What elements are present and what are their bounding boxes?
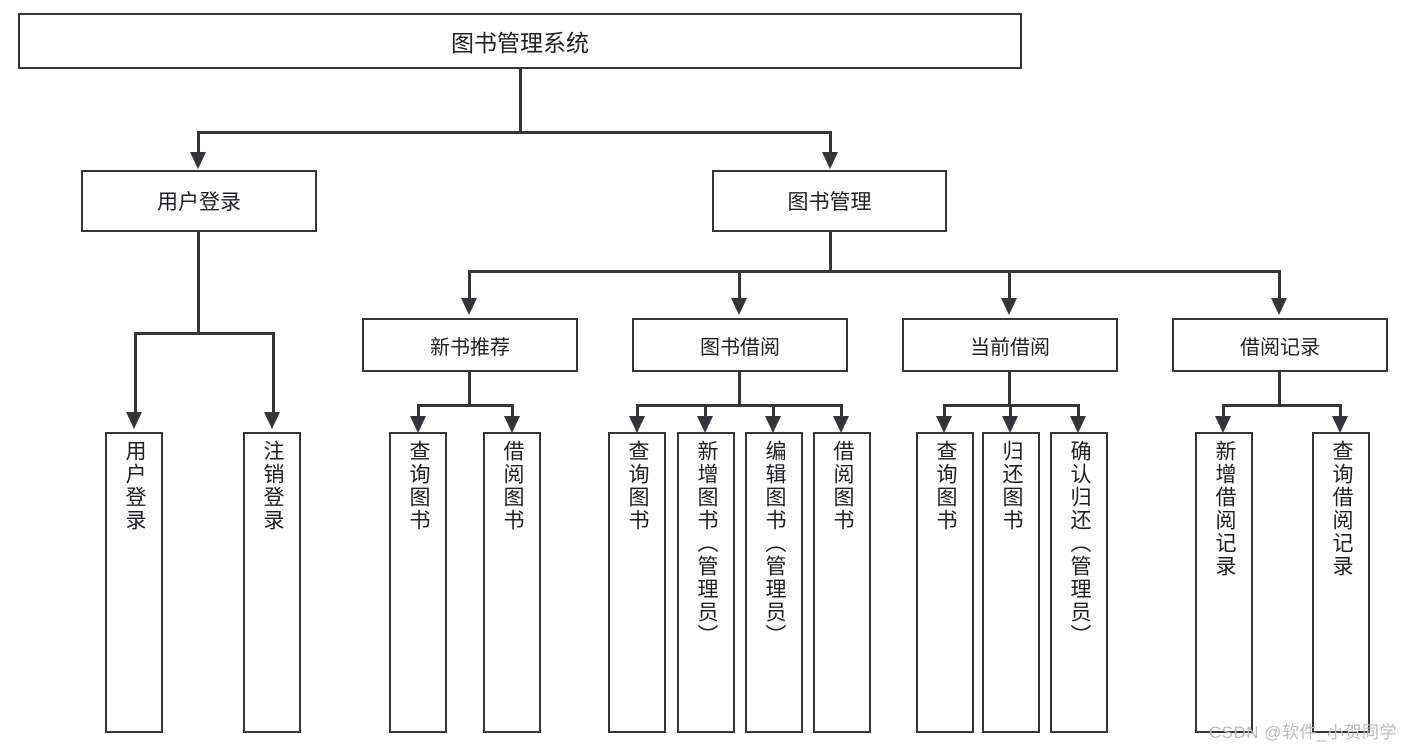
node-book-manage[interactable]: 图书管理 — [712, 170, 947, 232]
arrowhead-leaf-edit-book — [765, 416, 781, 433]
connector-drop-new-book-recommend — [468, 270, 471, 300]
node-label: 编辑图书（管理员） — [763, 440, 787, 647]
node-label: 查询图书 — [626, 440, 650, 532]
arrowhead-leaf-query-record — [1332, 416, 1348, 433]
connector-drop-leaf-add-record — [1222, 404, 1225, 418]
csdn-watermark: CSDN @软件_小贺同学 — [1208, 723, 1397, 742]
connector-level3-bus — [468, 270, 1280, 273]
arrowhead-leaf-add-book — [697, 416, 713, 433]
arrowhead-book-borrow — [731, 298, 747, 315]
node-label: 图书借阅 — [700, 336, 780, 359]
connector-drop-leaf-edit-book — [772, 404, 775, 418]
arrowhead-current-borrow — [1001, 298, 1017, 315]
arrowhead-book-manage — [822, 152, 838, 169]
node-label: 新增借阅记录 — [1213, 440, 1237, 578]
node-leaf-user-login[interactable]: 用户登录 — [105, 432, 163, 733]
connector-new-book-recommend-bus — [417, 404, 513, 407]
connector-user-login-bus — [134, 332, 275, 335]
connector-new-book-recommend-stem — [468, 372, 471, 406]
node-label: 借阅记录 — [1240, 336, 1320, 359]
node-root-system[interactable]: 图书管理系统 — [18, 13, 1022, 69]
connector-borrow-record-bus — [1222, 404, 1341, 407]
arrowhead-leaf-query-book-1 — [410, 416, 426, 433]
connector-level2-bus — [197, 131, 831, 134]
node-leaf-query-book-3[interactable]: 查询图书 — [916, 432, 974, 733]
connector-drop-user-login — [197, 131, 200, 155]
arrowhead-leaf-confirm-return — [1070, 416, 1086, 433]
arrowhead-new-book-recommend — [461, 298, 477, 315]
arrowhead-leaf-logout — [264, 412, 280, 429]
node-label: 注销登录 — [261, 440, 285, 532]
connector-drop-book-borrow — [738, 270, 741, 300]
node-label: 查询图书 — [934, 440, 958, 532]
node-leaf-query-book-2[interactable]: 查询图书 — [608, 432, 666, 733]
connector-book-manage-stem — [829, 232, 832, 272]
node-leaf-query-record[interactable]: 查询借阅记录 — [1312, 432, 1370, 733]
arrowhead-leaf-user-login — [126, 412, 142, 429]
connector-user-login-stem — [197, 232, 200, 334]
connector-borrow-record-stem — [1278, 372, 1281, 406]
node-leaf-confirm-return[interactable]: 确认归还（管理员） — [1050, 432, 1108, 733]
node-label: 借阅图书 — [831, 440, 855, 532]
node-label: 新书推荐 — [430, 336, 510, 359]
connector-root-stem — [519, 69, 522, 133]
connector-drop-borrow-record — [1278, 270, 1281, 300]
connector-drop-leaf-borrow-book-2 — [840, 404, 843, 418]
node-label: 归还图书 — [1000, 440, 1024, 532]
arrowhead-leaf-borrow-book-1 — [504, 416, 520, 433]
node-label: 用户登录 — [123, 440, 147, 532]
node-new-book-recommend[interactable]: 新书推荐 — [362, 318, 578, 372]
connector-drop-leaf-query-book-2 — [636, 404, 639, 418]
connector-drop-leaf-query-book-1 — [417, 404, 420, 418]
connector-drop-leaf-borrow-book-1 — [511, 404, 514, 418]
arrowhead-leaf-borrow-book-2 — [833, 416, 849, 433]
arrowhead-leaf-add-record — [1215, 416, 1231, 433]
node-current-borrow[interactable]: 当前借阅 — [902, 318, 1118, 372]
arrowhead-borrow-record — [1271, 298, 1287, 315]
node-book-borrow[interactable]: 图书借阅 — [632, 318, 848, 372]
connector-drop-leaf-query-record — [1339, 404, 1342, 418]
connector-drop-leaf-add-book — [704, 404, 707, 418]
arrowhead-leaf-query-book-2 — [629, 416, 645, 433]
connector-drop-leaf-return-book — [1009, 404, 1012, 418]
node-leaf-borrow-book-2[interactable]: 借阅图书 — [813, 432, 871, 733]
node-borrow-record[interactable]: 借阅记录 — [1172, 318, 1388, 372]
node-user-login[interactable]: 用户登录 — [81, 170, 317, 232]
connector-drop-leaf-confirm-return — [1077, 404, 1080, 418]
connector-book-borrow-stem — [738, 372, 741, 406]
arrowhead-leaf-return-book — [1002, 416, 1018, 433]
connector-drop-current-borrow — [1008, 270, 1011, 300]
node-leaf-logout[interactable]: 注销登录 — [243, 432, 301, 733]
connector-drop-leaf-user-login — [134, 332, 137, 415]
node-label: 查询图书 — [407, 440, 431, 532]
node-leaf-add-book[interactable]: 新增图书（管理员） — [677, 432, 735, 733]
node-label: 图书管理 — [787, 191, 872, 214]
connector-drop-leaf-logout — [272, 332, 275, 415]
node-label: 当前借阅 — [970, 336, 1050, 359]
node-label: 图书管理系统 — [451, 30, 589, 56]
connector-book-borrow-bus — [636, 404, 842, 407]
node-leaf-borrow-book-1[interactable]: 借阅图书 — [483, 432, 541, 733]
arrowhead-user-login — [190, 152, 206, 169]
arrowhead-leaf-query-book-3 — [936, 416, 952, 433]
node-leaf-query-book-1[interactable]: 查询图书 — [389, 432, 447, 733]
node-leaf-add-record[interactable]: 新增借阅记录 — [1195, 432, 1253, 733]
node-leaf-edit-book[interactable]: 编辑图书（管理员） — [745, 432, 803, 733]
connector-drop-leaf-query-book-3 — [943, 404, 946, 418]
node-label: 查询借阅记录 — [1330, 440, 1354, 578]
node-label: 新增图书（管理员） — [695, 440, 719, 647]
node-label: 用户登录 — [157, 191, 241, 214]
connector-drop-book-manage — [829, 131, 832, 155]
node-label: 借阅图书 — [501, 440, 525, 532]
connector-current-borrow-bus — [943, 404, 1080, 407]
connector-current-borrow-stem — [1008, 372, 1011, 406]
node-label: 确认归还（管理员） — [1068, 440, 1092, 647]
node-leaf-return-book[interactable]: 归还图书 — [982, 432, 1040, 733]
